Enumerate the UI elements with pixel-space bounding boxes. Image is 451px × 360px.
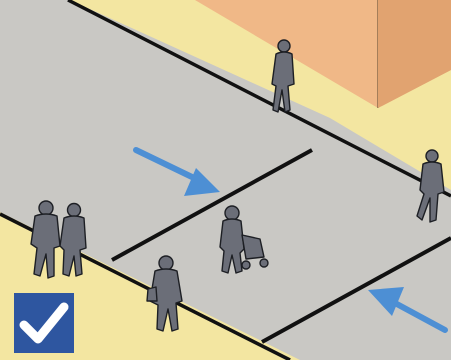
check-badge [14, 293, 74, 353]
